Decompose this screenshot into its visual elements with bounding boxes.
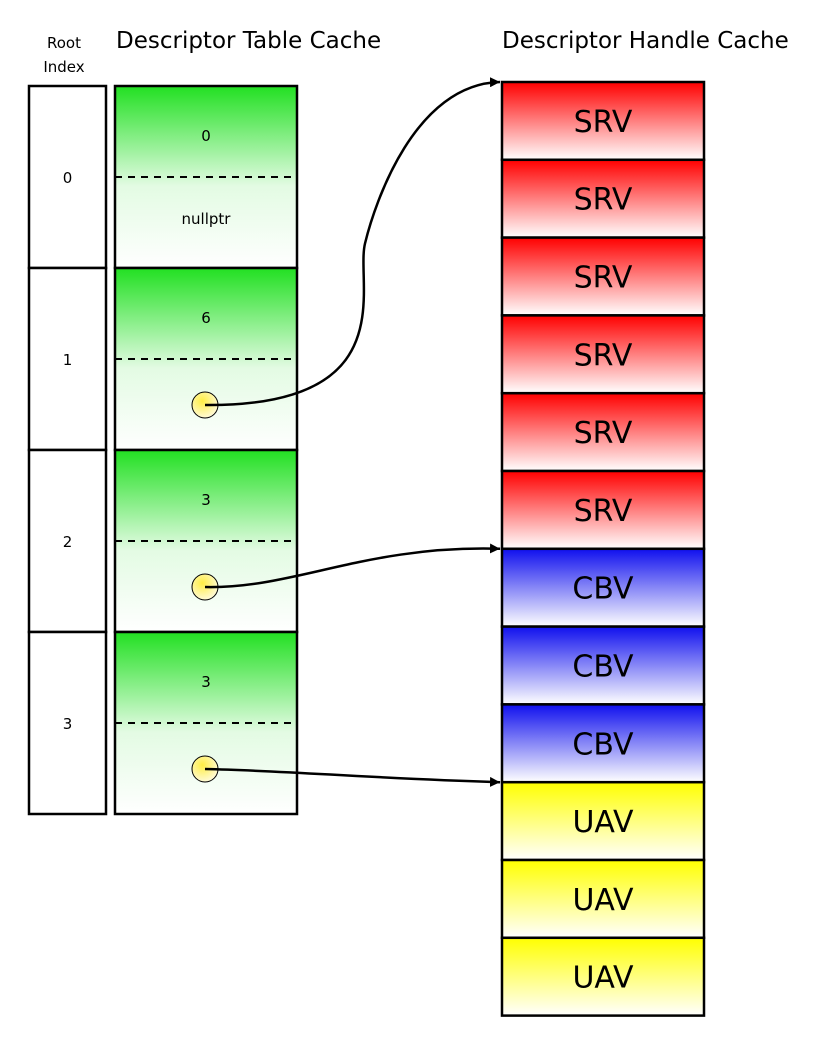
root-index-header-line2: Index (43, 58, 84, 76)
handle-label: SRV (574, 416, 633, 451)
handle-label: UAV (572, 961, 634, 996)
handle-cell-srv (500, 236, 706, 317)
handle-label: SRV (574, 261, 633, 296)
descriptor-table-cache-title: Descriptor Table Cache (116, 28, 381, 54)
handle-label: SRV (574, 105, 633, 140)
pointer-arrow (204, 543, 501, 589)
handle-label: CBV (572, 572, 634, 607)
handle-label: SRV (574, 183, 633, 218)
handle-cell-srv (500, 158, 706, 239)
pointer-arrow (204, 767, 501, 787)
handle-label: SRV (574, 494, 633, 529)
handle-cell-srv (500, 314, 706, 395)
root-index-cell (27, 266, 108, 452)
handle-cell-cbv (500, 625, 706, 706)
pointer-arrows (204, 77, 501, 787)
descriptor-handle-cache-title: Descriptor Handle Cache (502, 28, 789, 54)
handle-cell-cbv (500, 547, 706, 628)
root-index-label: 0 (63, 169, 73, 187)
handle-cell-srv (500, 469, 706, 551)
handle-label: CBV (572, 727, 634, 762)
handle-label: UAV (572, 883, 634, 918)
root-index-label: 3 (63, 715, 73, 733)
descriptor-handle-column: SRV SRV SRV SRV SRV SRV CBV CBV CBV UAV UAV UAV (500, 80, 706, 1017)
root-index-cell (27, 630, 108, 816)
handle-cell-cbv (500, 703, 706, 784)
pointer-arrow (204, 77, 501, 407)
root-index-header-line1: Root (47, 34, 81, 52)
handle-label: UAV (572, 805, 634, 840)
handle-cell-srv (500, 391, 706, 473)
handle-cell-uav (500, 858, 706, 940)
descriptor-count: 3 (201, 673, 211, 691)
root-index-label: 2 (63, 533, 73, 551)
descriptor-count: 3 (201, 491, 211, 509)
descriptor-count: 6 (201, 309, 211, 327)
handle-label: CBV (572, 650, 634, 685)
root-index-label: 1 (63, 351, 73, 369)
handle-cell-uav (500, 780, 706, 862)
root-index-cell (27, 84, 108, 270)
handle-cell-uav (500, 936, 706, 1017)
descriptor-count: 0 (201, 127, 211, 145)
handle-label: SRV (574, 338, 633, 373)
descriptor-table-column: 0 nullptr 6 3 3 (113, 84, 299, 816)
descriptor-pointer-null: nullptr (182, 210, 232, 228)
root-index-column: 0 1 2 3 (27, 84, 108, 816)
